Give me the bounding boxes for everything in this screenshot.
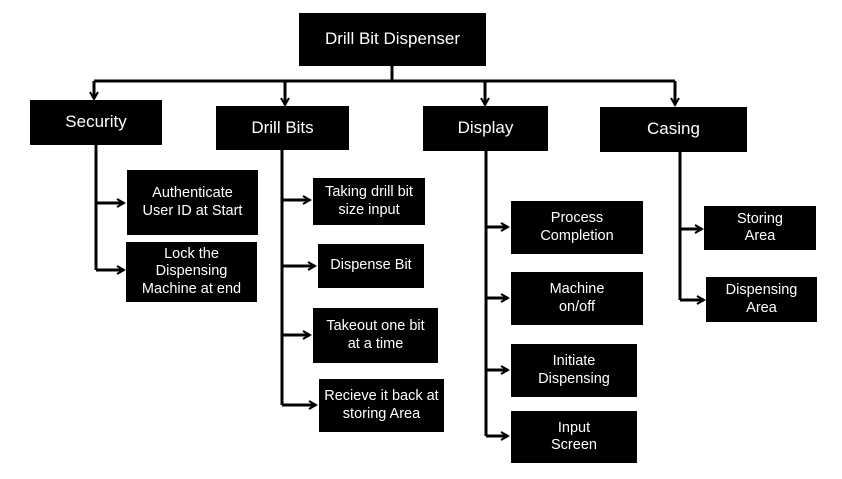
category-security: Security	[30, 100, 162, 145]
category-display: Display	[423, 106, 548, 151]
drill-bits-item-size-input: Taking drill bit size input	[313, 178, 425, 225]
root-node: Drill Bit Dispenser	[299, 13, 486, 66]
display-item-input-screen: Input Screen	[511, 411, 637, 463]
security-item-lock: Lock the Dispensing Machine at end	[126, 242, 257, 302]
drill-bits-item-receive: Recieve it back at storing Area	[319, 379, 444, 432]
drill-bits-item-dispense: Dispense Bit	[318, 244, 424, 288]
display-item-machine-on-off: Machine on/off	[511, 272, 643, 325]
display-item-process-completion: Process Completion	[511, 201, 643, 254]
casing-item-storing-area: Storing Area	[704, 206, 816, 250]
drill-bits-item-takeout: Takeout one bit at a time	[313, 308, 438, 363]
display-item-initiate-dispensing: Initiate Dispensing	[511, 344, 637, 397]
casing-item-dispensing-area: Dispensing Area	[706, 277, 817, 322]
category-casing: Casing	[600, 107, 747, 152]
security-item-authenticate: Authenticate User ID at Start	[127, 170, 258, 235]
category-drill-bits: Drill Bits	[216, 106, 349, 150]
